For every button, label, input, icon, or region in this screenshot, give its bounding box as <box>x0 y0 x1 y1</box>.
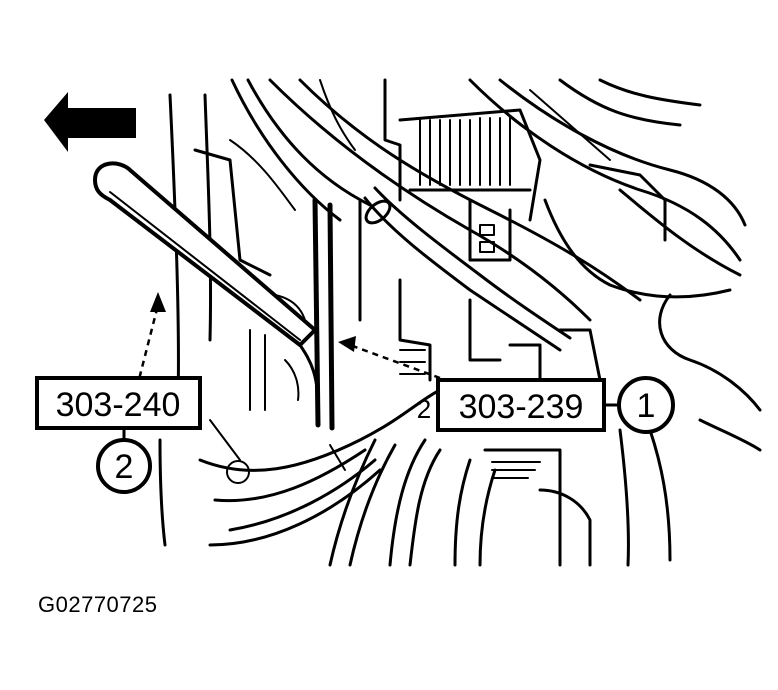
callout-303-240: 303-240 <box>35 376 202 430</box>
callout-circle-1: 1 <box>617 376 675 434</box>
callout-303-239-label: 303-239 <box>459 388 584 426</box>
engine-linework <box>158 78 762 567</box>
tool-303-240-handle <box>93 161 320 422</box>
callout-circle-1-number: 1 <box>637 387 656 425</box>
arrow-left-icon <box>44 92 136 152</box>
small-mark: 2 <box>417 394 431 424</box>
figure-id: G02770725 <box>38 592 158 617</box>
callout-circle-2-number: 2 <box>115 448 134 486</box>
callout-303-239: 303-239 <box>436 378 606 432</box>
small-mark-label: 2 <box>417 394 431 424</box>
callout-303-240-label: 303-240 <box>56 386 181 424</box>
callout-circle-2: 2 <box>96 438 152 494</box>
